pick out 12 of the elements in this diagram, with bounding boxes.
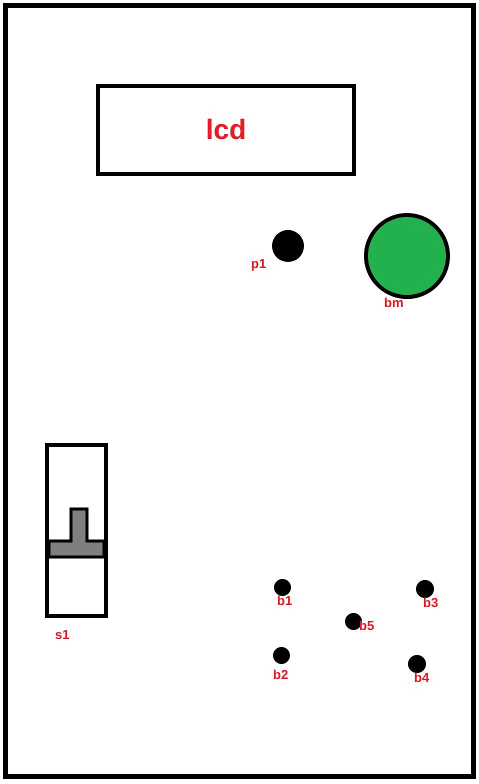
- display-label: lcd: [206, 116, 246, 144]
- part-label: s1: [55, 628, 70, 641]
- part-label: b2: [273, 668, 288, 681]
- part-label: p1: [251, 257, 266, 270]
- part-label: b3: [423, 596, 438, 609]
- lcd-display: [96, 84, 356, 176]
- part-label: bm: [384, 296, 404, 309]
- part-label: b5: [359, 619, 374, 632]
- part-label: b4: [414, 671, 430, 684]
- s1-switch: [45, 443, 108, 618]
- device-enclosure: [3, 3, 476, 779]
- part-label: b1: [277, 594, 292, 607]
